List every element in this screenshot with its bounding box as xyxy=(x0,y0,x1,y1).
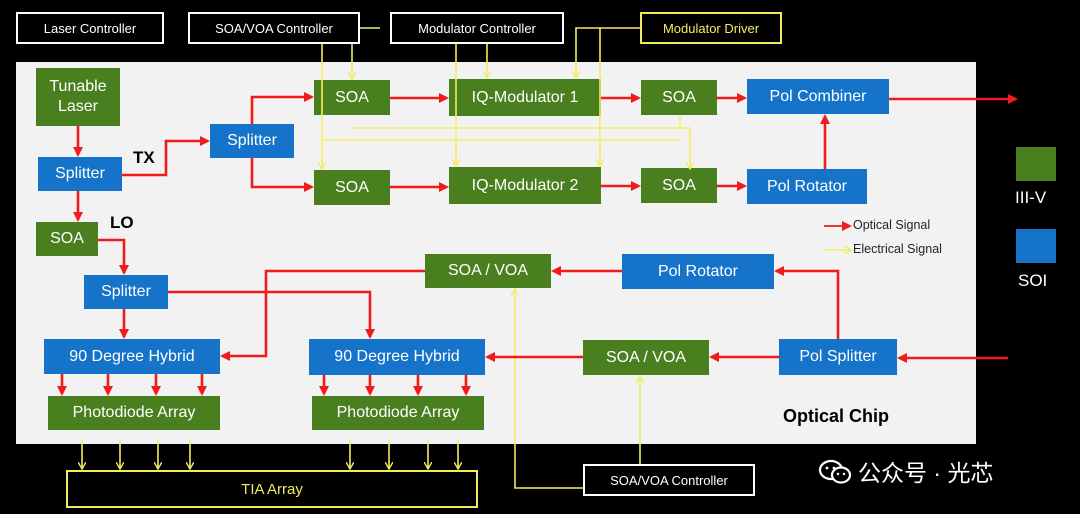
opt-tx-splitter-to-soa1 xyxy=(250,92,314,124)
optical-chip-area xyxy=(16,62,976,444)
legend-electrical-text: Electrical Signal xyxy=(853,242,942,256)
soa-tx2-out: SOA xyxy=(641,168,717,203)
soa-voa-rx1: SOA / VOA xyxy=(425,254,551,288)
iq-modulator-2: IQ-Modulator 2 xyxy=(449,167,601,204)
splitter-tx: Splitter xyxy=(210,124,294,158)
soa-tx1-out: SOA xyxy=(641,80,717,115)
elec-driver-to-iq1 xyxy=(576,27,640,77)
opt-soa-voa1-to-hybrid1 xyxy=(220,269,425,361)
soa-lo: SOA xyxy=(36,222,98,256)
pol-combiner: Pol Combiner xyxy=(747,79,889,114)
wechat-icon xyxy=(818,459,852,485)
splitter-lo: Splitter xyxy=(84,275,168,309)
watermark: 公众号 · 光芯 xyxy=(818,454,993,488)
soa-voa-rx2: SOA / VOA xyxy=(583,340,709,375)
hybrid-1: 90 Degree Hybrid xyxy=(44,339,220,374)
soa-tx1: SOA xyxy=(314,80,390,115)
optical-chip-label: Optical Chip xyxy=(783,406,890,426)
pol-splitter: Pol Splitter xyxy=(779,339,897,375)
iii-v-label: III-V xyxy=(1015,188,1047,207)
elec-to-soa-tx2-out xyxy=(352,127,690,168)
opt-splitter-to-tx-splitter xyxy=(122,136,210,177)
tia-array-box: TIA Array xyxy=(66,470,478,508)
legend-optical-text: Optical Signal xyxy=(853,218,931,232)
opt-polsplit-to-rotator xyxy=(774,266,840,339)
opt-tx-splitter-to-soa2 xyxy=(250,158,314,192)
opt-soa-lo-to-splitter-lo xyxy=(98,238,129,275)
soa-voa-controller-bottom-box: SOA/VOA Controller xyxy=(583,464,755,496)
soa-tx2: SOA xyxy=(314,170,390,205)
modulator-driver-box: Modulator Driver xyxy=(640,12,782,44)
opt-splitter-lo-to-hybrid2 xyxy=(168,290,375,339)
soi-swatch xyxy=(1016,229,1056,263)
pol-rotator-rx: Pol Rotator xyxy=(622,254,774,289)
elec-ctl-bottom-link xyxy=(514,464,583,489)
splitter-main: Splitter xyxy=(38,157,122,191)
tx-label: TX xyxy=(133,148,155,167)
tunable-laser: Tunable Laser xyxy=(36,68,120,126)
hybrid-2: 90 Degree Hybrid xyxy=(309,339,485,375)
soa-voa-controller-top-box: SOA/VOA Controller xyxy=(188,12,360,44)
soi-label: SOI xyxy=(1018,271,1048,290)
lo-label: LO xyxy=(110,213,134,232)
photodiode-array-2: Photodiode Array xyxy=(312,396,484,430)
laser-controller-box: Laser Controller xyxy=(16,12,164,44)
pol-rotator-tx: Pol Rotator xyxy=(747,169,867,204)
modulator-controller-box: Modulator Controller xyxy=(390,12,564,44)
iii-v-swatch xyxy=(1016,147,1056,181)
photodiode-array-1: Photodiode Array xyxy=(48,396,220,430)
iq-modulator-1: IQ-Modulator 1 xyxy=(449,79,601,116)
watermark-text: 公众号 · 光芯 xyxy=(858,460,994,486)
